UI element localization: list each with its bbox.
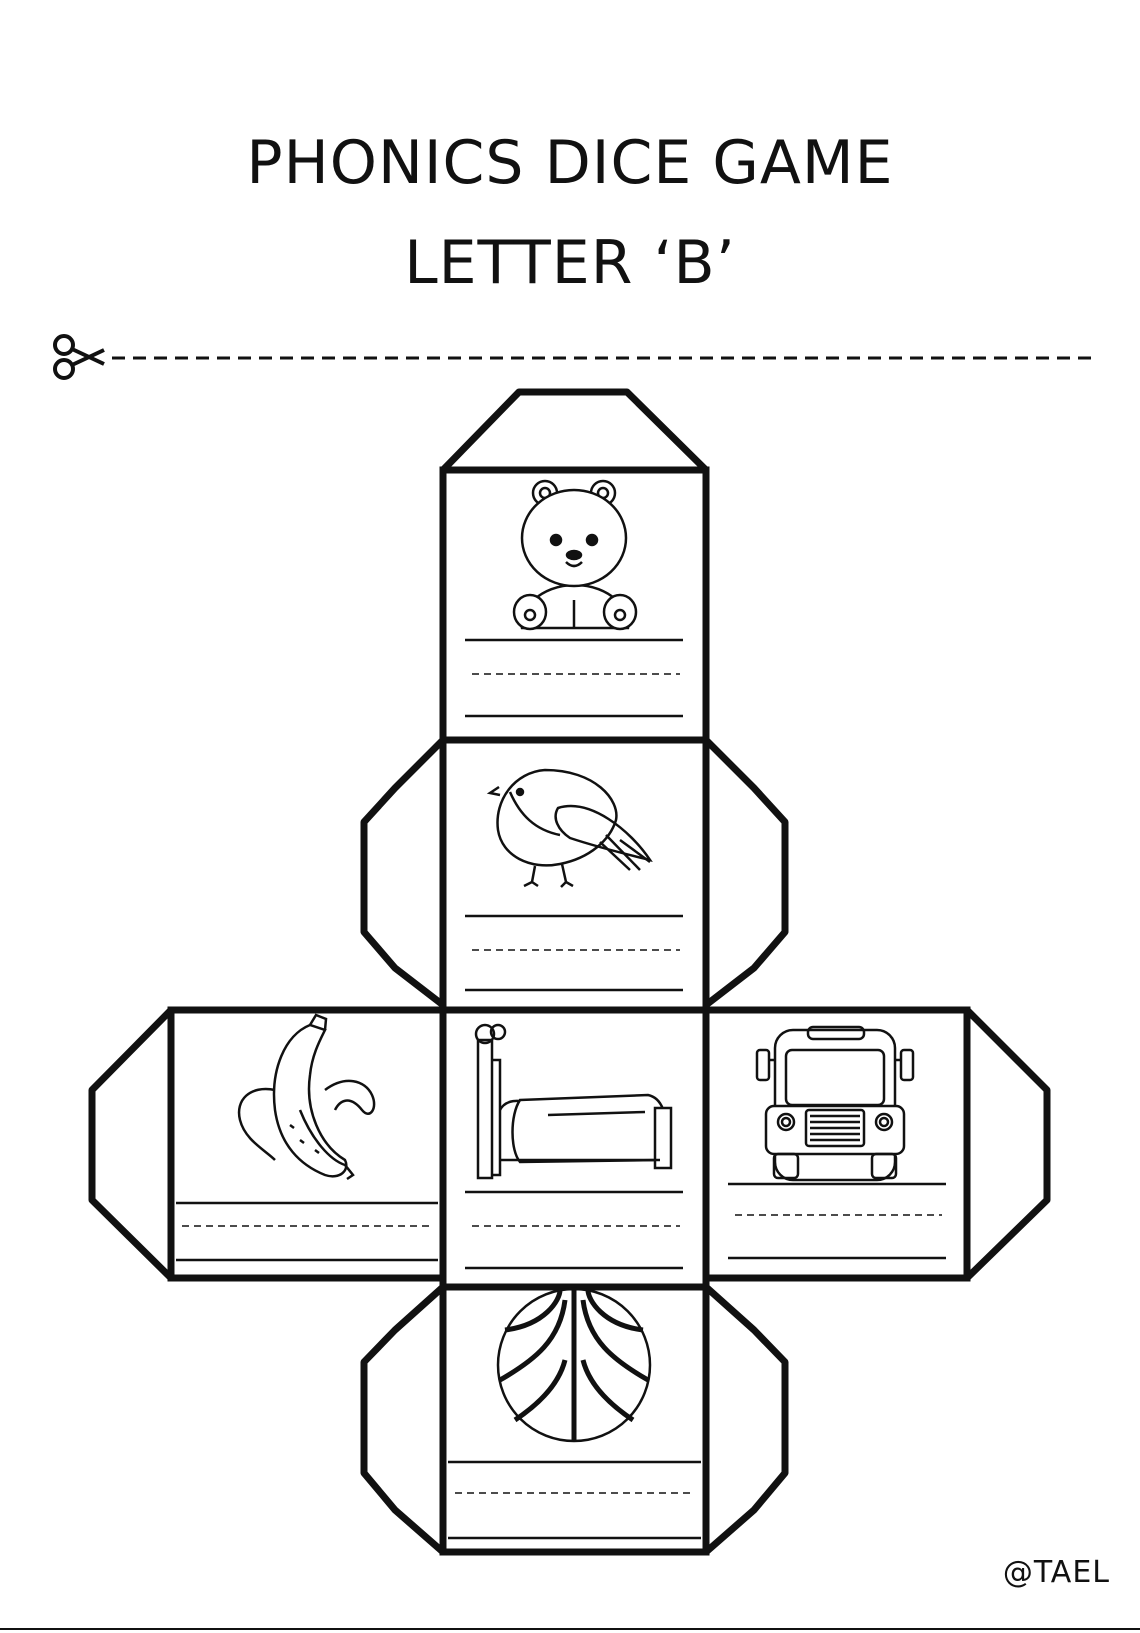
flap-left-lower [360, 1283, 447, 1556]
flap-left-upper [360, 736, 447, 1009]
writing-lines [728, 1182, 946, 1260]
scissors-icon [53, 334, 105, 380]
banana-icon [237, 1013, 376, 1181]
flap-right-side [963, 1006, 1051, 1282]
dice-face-bird [439, 736, 710, 1014]
basketball-icon [496, 1287, 652, 1443]
bird-icon [486, 768, 653, 888]
writing-lines [176, 1201, 438, 1262]
cut-line [53, 334, 1092, 380]
flap-right-upper [702, 736, 789, 1009]
writing-lines [465, 1190, 683, 1270]
flap-right-lower [702, 1283, 789, 1556]
page-title: PHONICS DICE GAME [246, 128, 894, 198]
bear-icon [512, 479, 638, 631]
writing-lines [465, 638, 683, 718]
writing-lines [465, 914, 683, 992]
page-subtitle: LETTER ‘B’ [404, 228, 736, 298]
credit-text: @TAEL [1002, 1555, 1110, 1590]
bed-icon [474, 1023, 673, 1180]
flap-left-side [88, 1006, 175, 1282]
flap-top [439, 388, 710, 474]
page-bottom-rule [0, 1628, 1140, 1630]
bus-icon [755, 1025, 915, 1182]
writing-lines [448, 1460, 701, 1540]
dice-face-banana [167, 1006, 447, 1282]
